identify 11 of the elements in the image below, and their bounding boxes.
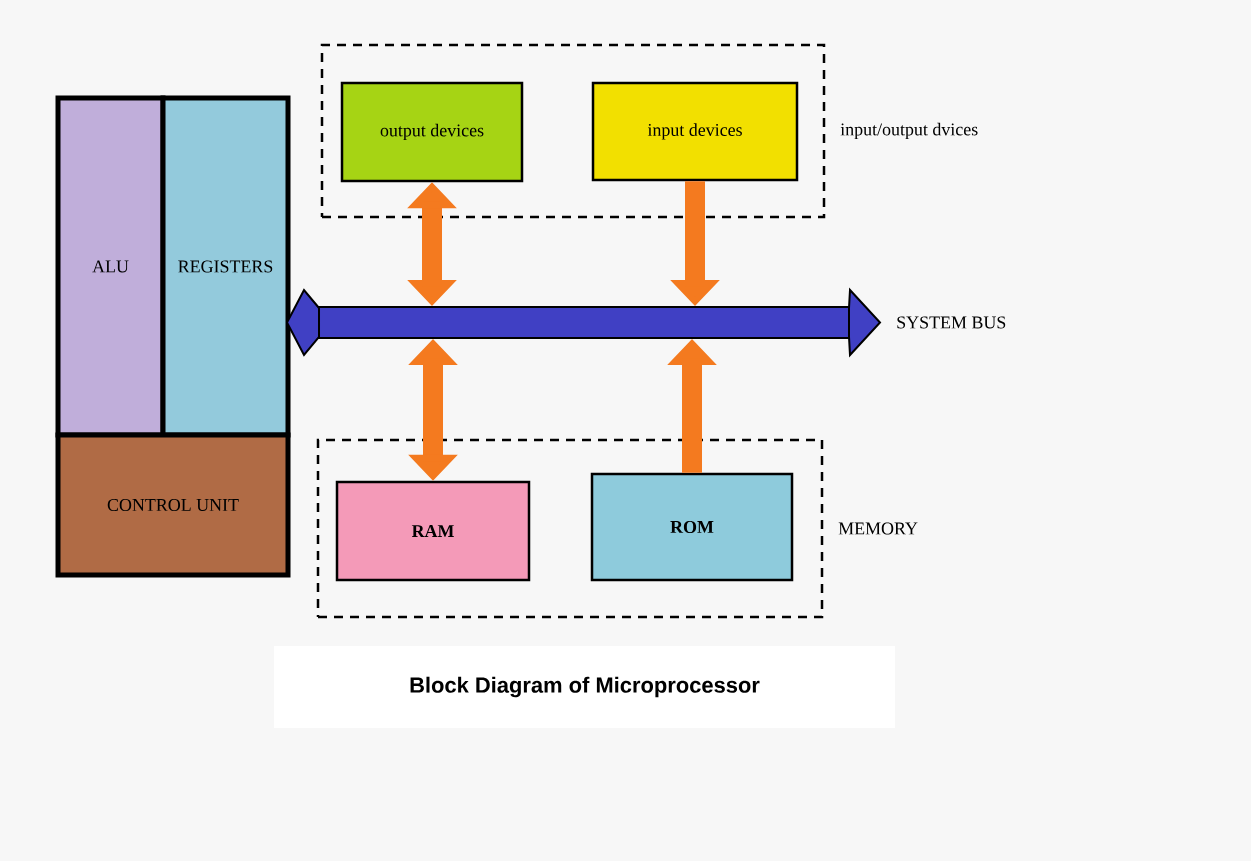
caption-box: Block Diagram of Microprocessor bbox=[274, 646, 895, 728]
memory-box: ROM bbox=[590, 472, 794, 582]
cpu-block: REGISTERS bbox=[160, 95, 291, 438]
device-box: output devices bbox=[340, 81, 524, 183]
group-label: input/output dvices bbox=[840, 122, 978, 140]
cpu-block: CONTROL UNIT bbox=[55, 432, 291, 578]
device-box: input devices bbox=[591, 81, 799, 182]
bus-label: SYSTEM BUS bbox=[897, 316, 1006, 329]
group-label: MEMORY bbox=[838, 522, 918, 535]
memory-box: RAM bbox=[335, 480, 531, 582]
cpu-block: ALU bbox=[55, 95, 166, 438]
